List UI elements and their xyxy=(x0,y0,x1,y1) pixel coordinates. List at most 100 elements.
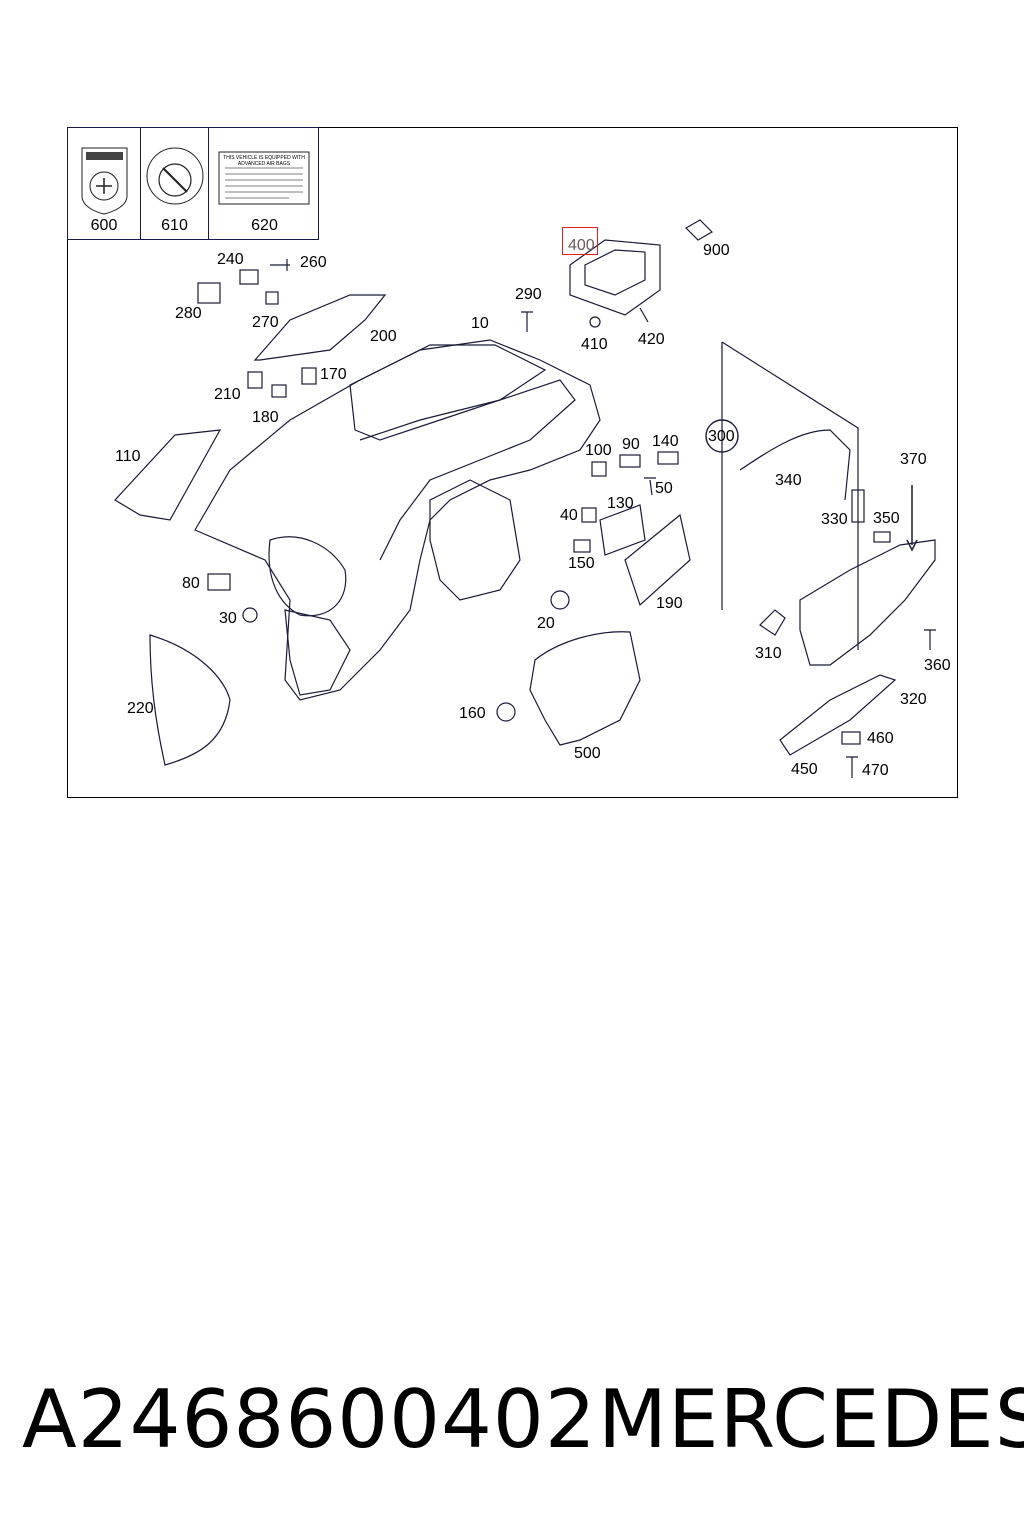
legend-cell-620: THIS VEHICLE IS EQUIPPED WITH ADVANCED A… xyxy=(209,128,320,239)
callout-150: 150 xyxy=(568,555,595,572)
callout-140: 140 xyxy=(652,433,679,450)
callout-450: 450 xyxy=(791,761,818,778)
part-270-clip xyxy=(265,291,279,305)
callout-330: 330 xyxy=(821,511,848,528)
part-330-clip xyxy=(851,489,865,523)
part-500-cluster xyxy=(529,631,641,746)
sticker-600-icon xyxy=(81,147,128,215)
part-470-screw xyxy=(846,756,858,778)
callout-40: 40 xyxy=(560,507,578,524)
callout-460: 460 xyxy=(867,730,894,747)
part-number-caption: A2468600402 xyxy=(22,1373,597,1466)
part-900-label xyxy=(685,219,713,241)
callout-370: 370 xyxy=(900,451,927,468)
callout-270: 270 xyxy=(252,314,279,331)
callout-280: 280 xyxy=(175,305,202,322)
callout-200: 200 xyxy=(370,328,397,345)
part-100-clip xyxy=(591,461,607,477)
callout-10: 10 xyxy=(471,315,489,332)
callout-170: 170 xyxy=(320,366,347,383)
legend-number: 610 xyxy=(161,217,188,234)
callout-240: 240 xyxy=(217,251,244,268)
part-410-nut xyxy=(589,316,601,328)
part-180-clip xyxy=(271,384,287,398)
legend-cell-600: 600 xyxy=(68,128,141,239)
callout-300: 300 xyxy=(708,428,735,445)
callout-500: 500 xyxy=(574,745,601,762)
part-110-trim xyxy=(114,429,222,521)
part-320-glovebox xyxy=(799,539,936,666)
parts-line-art xyxy=(114,219,936,778)
diagram-frame xyxy=(67,127,958,798)
part-40-clip xyxy=(581,507,597,523)
callout-360: 360 xyxy=(924,657,951,674)
part-130-switch xyxy=(599,504,646,556)
dashboard-carrier-outline xyxy=(194,339,601,701)
callout-50: 50 xyxy=(655,480,673,497)
callout-340: 340 xyxy=(775,472,802,489)
callout-160: 160 xyxy=(459,705,486,722)
part-460-clip xyxy=(841,731,861,745)
part-190-bracket xyxy=(624,513,691,607)
legend-box: 600 610 THIS VEHICLE IS EQUIPPED WITH AD… xyxy=(67,127,319,240)
part-340-cable xyxy=(739,429,851,501)
callout-410: 410 xyxy=(581,336,608,353)
callout-20: 20 xyxy=(537,615,555,632)
callout-290: 290 xyxy=(515,286,542,303)
part-90-clip xyxy=(619,454,641,468)
legend-cell-610: 610 xyxy=(141,128,209,239)
part-450-rail xyxy=(779,674,897,756)
part-260-screw xyxy=(270,259,290,271)
part-200-panel xyxy=(253,294,387,361)
callout-30: 30 xyxy=(219,610,237,627)
callout-210: 210 xyxy=(214,386,241,403)
sticker-620-title: THIS VEHICLE IS EQUIPPED WITH ADVANCED A… xyxy=(223,155,305,167)
dashboard-top-pad xyxy=(349,344,547,441)
sticker-620-icon xyxy=(218,151,310,205)
callout-900: 900 xyxy=(703,242,730,259)
part-50-screw xyxy=(644,477,656,496)
left-vent-housing xyxy=(268,536,347,617)
callout-420: 420 xyxy=(638,331,665,348)
part-140-clip xyxy=(657,451,679,465)
part-210-clip xyxy=(247,371,263,389)
part-220-side-cover xyxy=(149,634,231,766)
part-400-airbag xyxy=(569,239,661,316)
callout-310: 310 xyxy=(755,645,782,662)
callout-110: 110 xyxy=(115,448,141,465)
callout-100: 100 xyxy=(585,442,612,459)
dashboard-lower-structure xyxy=(429,479,521,601)
callout-190: 190 xyxy=(656,595,683,612)
callout-260: 260 xyxy=(300,254,327,271)
sticker-610-icon xyxy=(146,147,204,205)
callout-180: 180 xyxy=(252,409,279,426)
legend-number: 600 xyxy=(90,217,118,234)
part-30-clip xyxy=(242,607,258,623)
callout-80: 80 xyxy=(182,575,200,592)
dashboard-inner-frame xyxy=(359,379,576,561)
part-80-clip xyxy=(207,573,231,591)
brand-caption: MERCEDES xyxy=(598,1373,1024,1466)
part-150-clip xyxy=(573,539,591,553)
callout-470: 470 xyxy=(862,762,889,779)
part-360-screw xyxy=(924,629,936,650)
part-20-grommet xyxy=(550,590,570,610)
highlighted-part-number: 400 xyxy=(568,237,595,254)
glovebox-bracket-line xyxy=(721,341,859,650)
part-240-clip xyxy=(239,269,259,285)
callout-320: 320 xyxy=(900,691,927,708)
callout-130: 130 xyxy=(607,495,634,512)
part-280-clip xyxy=(197,282,221,304)
left-lower-bracket xyxy=(284,609,351,696)
part-160-connector xyxy=(496,702,516,722)
callout-220: 220 xyxy=(127,700,154,717)
part-310-latch xyxy=(759,609,786,636)
legend-number: 620 xyxy=(251,217,278,234)
callout-90: 90 xyxy=(622,436,640,453)
part-290-screw xyxy=(521,311,533,332)
part-420-screw xyxy=(639,307,649,323)
part-300-badge xyxy=(705,419,739,453)
part-170-clip xyxy=(301,367,317,385)
callout-350: 350 xyxy=(873,510,900,527)
highlight-box[interactable] xyxy=(562,227,598,255)
